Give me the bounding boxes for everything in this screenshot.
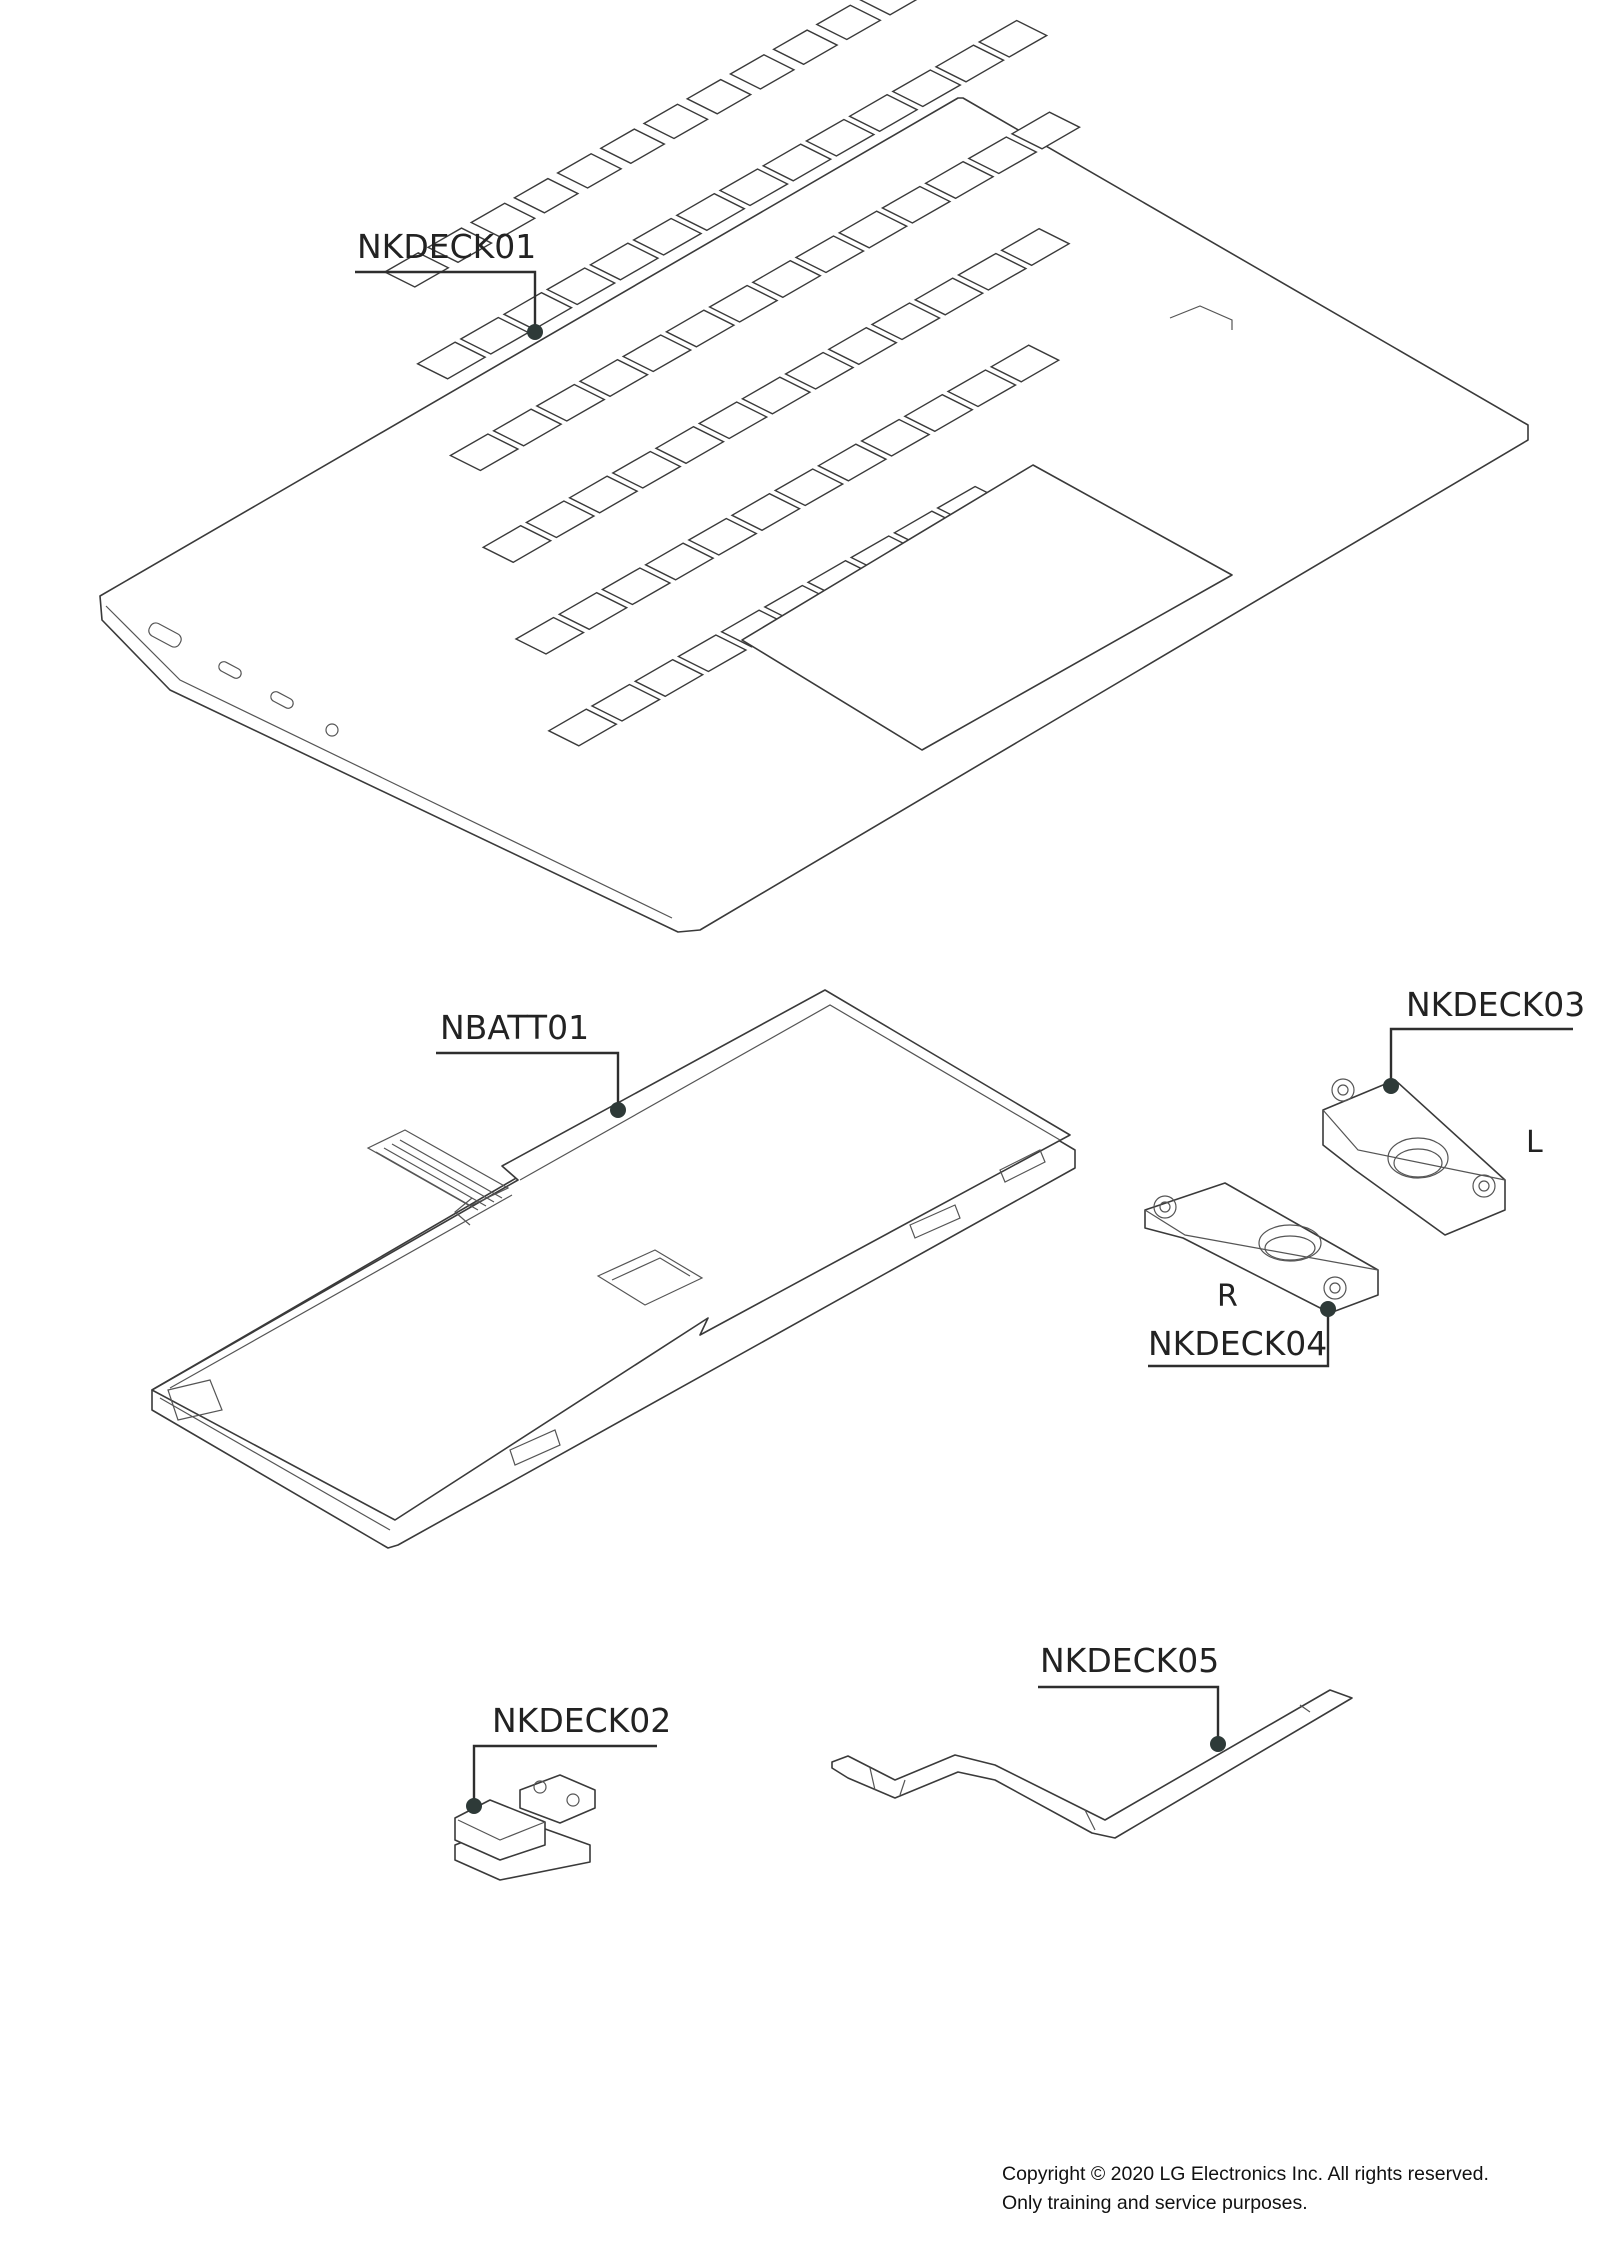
keyboard-key <box>557 591 629 631</box>
callout-nkdeck05: NKDECK05 <box>1038 1641 1226 1752</box>
callout-nkdeck05-label: NKDECK05 <box>1040 1641 1219 1680</box>
callout-nkdeck02: NKDECK02 <box>466 1701 671 1814</box>
keyboard-key <box>632 217 703 256</box>
keyboard-key <box>859 0 918 16</box>
keyboard-top-case <box>99 0 1529 933</box>
side-label-right: R <box>1217 1279 1238 1314</box>
keyboard-key <box>913 277 985 316</box>
keyboard-key <box>924 160 995 200</box>
keyboard-key <box>946 369 1017 408</box>
keyboard-key <box>751 259 822 299</box>
keyboard-key <box>545 267 617 306</box>
callout-nbatt01: NBATT01 <box>436 1008 626 1118</box>
keyboard-key <box>642 103 709 140</box>
callout-nkdeck04-label: NKDECK04 <box>1148 1324 1327 1363</box>
keyboard-key <box>794 235 865 274</box>
keyboard-key <box>588 242 660 281</box>
callout-nkdeck03: NKDECK03 L <box>1383 985 1585 1160</box>
flex-cable <box>831 1689 1353 1839</box>
keyboard-key <box>815 4 882 41</box>
keyboard-key <box>708 284 779 323</box>
keyboard-key <box>773 468 845 507</box>
keyboard-key <box>535 383 606 422</box>
keyboard-key <box>654 425 725 465</box>
keyboard-key <box>644 542 715 581</box>
keyboard-key <box>675 192 746 232</box>
keyboard-key <box>848 93 919 133</box>
keyboard-key <box>547 708 618 747</box>
callout-nbatt01-label: NBATT01 <box>440 1008 589 1047</box>
keyboard-key <box>827 326 898 366</box>
callout-nkdeck03-label: NKDECK03 <box>1406 985 1585 1024</box>
keyboard-key <box>676 634 748 673</box>
keyboard-key <box>621 334 693 373</box>
keyboard-key <box>989 344 1061 383</box>
keyboard-key <box>524 500 596 539</box>
keyboard-key <box>772 29 839 66</box>
copyright-line: Copyright © 2020 LG Electronics Inc. All… <box>1002 2163 1489 2185</box>
trackpad <box>741 464 1233 751</box>
keyboard-key <box>870 302 941 341</box>
keyboard-key <box>804 118 876 157</box>
keyboard-key <box>977 19 1049 58</box>
keyboard-key <box>599 128 666 165</box>
keyboard-key <box>512 177 580 214</box>
keyboard-key <box>416 341 487 380</box>
side-label-left: L <box>1526 1125 1543 1160</box>
keyboard-key <box>556 153 623 189</box>
keyboard-key <box>383 252 450 288</box>
keyboard-key <box>784 351 855 390</box>
keyboard-key <box>492 408 563 447</box>
keyboard-key <box>837 210 909 249</box>
keyboard-key <box>728 54 796 90</box>
sensor-module <box>454 1774 596 1881</box>
keyboard-key <box>514 616 585 655</box>
keyboard-key <box>687 517 758 556</box>
keyboard-key <box>685 78 753 115</box>
keyboard-key <box>761 143 833 182</box>
keyboard-key <box>891 69 962 108</box>
keyboard-key <box>967 136 1038 175</box>
bracket-right <box>1144 1182 1379 1314</box>
keyboard-key <box>459 316 530 355</box>
keyboard-key <box>880 185 952 224</box>
keyboard-key <box>816 443 888 482</box>
keyboard-key <box>664 309 736 348</box>
bracket-left <box>1322 1078 1506 1236</box>
keyboard-key <box>578 358 649 398</box>
keyboard-key <box>469 202 537 239</box>
keyboard-key <box>633 658 705 698</box>
keyboard-key <box>956 252 1028 291</box>
keyboard-key <box>590 683 661 722</box>
keyboard-key <box>860 418 931 457</box>
keyboard-key <box>600 567 672 606</box>
keyboard-key <box>903 393 974 433</box>
keyboard-key <box>718 168 789 207</box>
callout-nkdeck02-label: NKDECK02 <box>492 1701 671 1740</box>
keyboard-key <box>740 376 812 415</box>
keyboard-key <box>1000 227 1071 267</box>
callout-nkdeck01-label: NKDECK01 <box>357 227 536 266</box>
keyboard-key <box>1010 111 1081 150</box>
keyboard-key <box>448 433 520 472</box>
callout-nkdeck01: NKDECK01 <box>355 227 543 340</box>
keyboard-key <box>934 44 1005 83</box>
keyboard-key <box>481 524 553 564</box>
battery-pack <box>151 989 1076 1549</box>
copyright-notice: Copyright © 2020 LG Electronics Inc. All… <box>1002 2160 1582 2218</box>
keyboard-key <box>611 450 682 489</box>
callout-nkdeck04: NKDECK04 R <box>1148 1279 1336 1368</box>
keyboard-key <box>697 401 769 440</box>
keyboard-key <box>502 291 573 331</box>
keyboard-key <box>730 492 801 532</box>
keyboard-key <box>426 227 493 264</box>
keyboard-key <box>568 475 639 514</box>
usage-notice-line: Only training and service purposes. <box>1002 2192 1308 2214</box>
